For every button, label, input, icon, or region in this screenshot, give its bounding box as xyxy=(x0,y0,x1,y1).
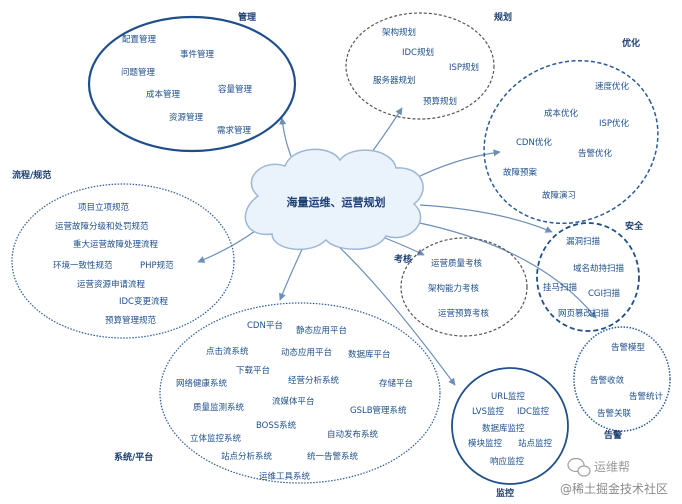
system-item: 下载平台 xyxy=(236,365,270,376)
monitoring-item: 响应监控 xyxy=(490,456,525,467)
system-item: BOSS系统 xyxy=(256,420,297,431)
optimization-item: 告警优化 xyxy=(578,148,613,159)
process-item: 项目立项规范 xyxy=(78,202,130,213)
planning-title: 规划 xyxy=(494,11,512,23)
system-item: 站点分析系统 xyxy=(221,451,273,462)
group-alert: 告警 告警模型 告警收敛 告警统计 告警关联 xyxy=(573,326,671,441)
process-item: 重大运营故障处理流程 xyxy=(73,239,159,250)
security-item: 漏洞扫描 xyxy=(566,236,601,247)
system-item: GSLB管理系统 xyxy=(350,405,407,416)
alert-item: 告警收敛 xyxy=(590,375,625,386)
arrow-to-optimization xyxy=(411,149,501,181)
watermark: 运维帮 @稀土掘金技术社区 xyxy=(560,457,668,496)
center-title: 海量运维、运营规划 xyxy=(287,195,386,209)
system-item: 网络健康系统 xyxy=(176,378,228,389)
optimization-item: 成本优化 xyxy=(544,108,579,119)
system-item: 立体监控系统 xyxy=(190,433,242,444)
assessment-item: 架构能力考核 xyxy=(428,283,480,294)
management-item: 成本管理 xyxy=(146,89,181,100)
arrow-to-monitoring xyxy=(334,242,456,386)
security-item: 网页篡改扫描 xyxy=(558,308,610,319)
security-item: CGI扫描 xyxy=(588,288,621,299)
monitoring-title: 监控 xyxy=(496,487,514,499)
optimization-item: ISP优化 xyxy=(599,118,630,129)
center-cloud: 海量运维、运营规划 xyxy=(244,148,424,251)
optimization-item: CDN优化 xyxy=(516,137,552,148)
security-title: 安全 xyxy=(625,220,644,232)
management-item: 事件管理 xyxy=(180,49,215,60)
assessment-item: 运营预算考核 xyxy=(438,308,490,319)
group-process: 流程/规范 项目立项规范 运营故障分级和处罚规范 重大运营故障处理流程 环境一致… xyxy=(11,169,235,339)
group-optimization: 优化 速度优化 成本优化 ISP优化 CDN优化 告警优化 故障预案 故障演习 xyxy=(483,37,659,225)
management-item: 配置管理 xyxy=(122,34,157,45)
watermark-site: @稀土掘金技术社区 xyxy=(560,481,668,496)
process-item: 环境一致性规范 xyxy=(53,260,113,271)
system-item: 运维工具系统 xyxy=(259,471,311,482)
group-planning: 规划 架构规划 IDC规划 ISP规划 服务器规划 预算规划 xyxy=(345,11,512,120)
arrow-to-system xyxy=(279,242,306,301)
wechat-logo-icon xyxy=(567,457,591,477)
group-management: 管理 配置管理 事件管理 问题管理 成本管理 容量管理 资源管理 需求管理 xyxy=(87,11,297,153)
alert-item: 告警统计 xyxy=(629,391,664,402)
arrow-to-alert xyxy=(414,221,597,319)
group-security: 安全 漏洞扫描 域名劫持扫描 挂马扫描 CGI扫描 网页篡改扫描 xyxy=(536,220,644,332)
management-item: 问题管理 xyxy=(121,67,156,78)
arrow-to-assessment xyxy=(384,237,425,256)
monitoring-item: 数据库监控 xyxy=(482,423,525,434)
security-item: 挂马扫描 xyxy=(543,282,578,293)
assessment-item: 运营质量考核 xyxy=(431,258,483,269)
system-item: 静态应用平台 xyxy=(296,325,347,336)
planning-item: 预算规划 xyxy=(423,96,457,107)
security-item: 域名劫持扫描 xyxy=(573,263,625,274)
system-item: 流媒体平台 xyxy=(272,396,315,407)
process-item: 预算管理规范 xyxy=(105,315,157,326)
monitoring-item: IDC监控 xyxy=(517,406,549,417)
system-item: 点击流系统 xyxy=(206,346,249,357)
system-title: 系统/平台 xyxy=(114,451,153,463)
management-item: 需求管理 xyxy=(217,125,252,136)
system-item: 动态应用平台 xyxy=(281,347,332,358)
watermark-brand: 运维帮 xyxy=(594,460,630,474)
monitoring-item: LVS监控 xyxy=(472,406,505,417)
monitoring-item: 站点监控 xyxy=(518,438,553,449)
system-item: 数据库平台 xyxy=(348,349,391,360)
process-item: IDC变更流程 xyxy=(119,296,168,307)
optimization-title: 优化 xyxy=(622,37,640,49)
planning-item: 架构规划 xyxy=(382,27,416,38)
system-item: 质量监测系统 xyxy=(193,402,245,413)
alert-item: 告警关联 xyxy=(597,408,632,419)
monitoring-item: URL监控 xyxy=(491,391,525,402)
system-item: 自动发布系统 xyxy=(327,429,379,440)
planning-item: IDC规划 xyxy=(402,47,434,58)
connectors xyxy=(197,107,597,386)
group-system: 系统/平台 CDN平台 静态应用平台 点击流系统 动态应用平台 数据库平台 下载… xyxy=(114,302,441,484)
planning-item: ISP规划 xyxy=(449,62,479,73)
alert-item: 告警模型 xyxy=(611,342,646,353)
optimization-item: 故障预案 xyxy=(503,167,538,178)
process-item: PHP规范 xyxy=(140,260,174,271)
process-item: 运营故障分级和处罚规范 xyxy=(55,221,149,232)
process-item: 运营资源申请流程 xyxy=(77,279,146,290)
management-item: 容量管理 xyxy=(218,84,253,95)
system-item: 经营分析系统 xyxy=(288,375,340,386)
group-monitoring: 监控 URL监控 LVS监控 IDC监控 数据库监控 模块监控 站点监控 响应监… xyxy=(451,367,569,499)
process-title: 流程/规范 xyxy=(12,169,51,181)
management-title: 管理 xyxy=(238,11,256,23)
optimization-item: 速度优化 xyxy=(595,81,630,92)
optimization-item: 故障演习 xyxy=(542,190,576,201)
assessment-title: 考核 xyxy=(394,253,412,265)
planning-item: 服务器规划 xyxy=(373,75,416,86)
system-item: 存储平台 xyxy=(379,378,413,389)
monitoring-item: 模块监控 xyxy=(468,438,503,449)
alert-title: 告警 xyxy=(604,429,622,441)
arrow-to-security xyxy=(419,204,553,233)
system-item: CDN平台 xyxy=(247,320,283,331)
management-item: 资源管理 xyxy=(169,112,204,123)
system-item: 统一告警系统 xyxy=(307,451,359,462)
group-assessment: 考核 运营质量考核 架构能力考核 运营预算考核 xyxy=(394,237,528,337)
